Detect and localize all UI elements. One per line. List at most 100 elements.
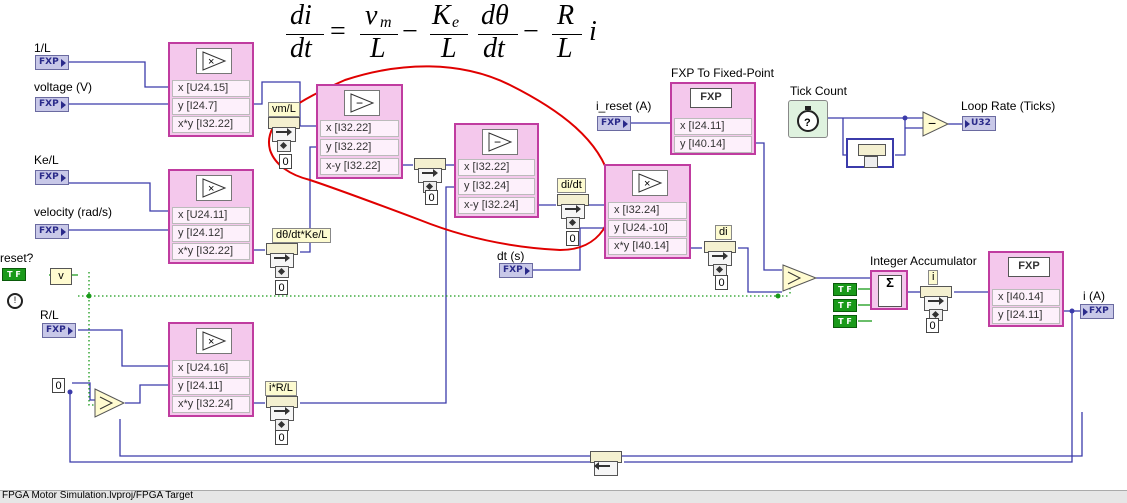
multiply-node-1[interactable]: × x [U24.15] y [I24.7] x*y [I32.22]	[168, 42, 254, 137]
eq-t1-sub: m	[380, 14, 392, 31]
eq-t2-num: K	[432, 0, 451, 31]
control-ke-l[interactable]: FXP	[35, 170, 69, 185]
label-tick-count: Tick Count	[790, 84, 847, 98]
const-zero[interactable]: 0	[275, 280, 288, 295]
svg-text:−: −	[928, 115, 936, 131]
fxp-bot-y: y [I24.11]	[992, 307, 1060, 324]
svg-text:?: ?	[804, 117, 811, 129]
mult2-x: x [U24.11]	[172, 207, 250, 224]
eq-t1-den: L	[370, 33, 386, 64]
subtract-icon: −	[344, 90, 380, 116]
label-current: i (A)	[1083, 289, 1105, 303]
multiply-node-4[interactable]: × x [I32.24] y [U24.-10] x*y [I40.14]	[604, 164, 691, 259]
control-r-l[interactable]: FXP	[42, 323, 76, 338]
tick-count-node[interactable]: ?	[788, 100, 828, 138]
subtract-node-2[interactable]: − x [I32.22] y [I32.24] x-y [I32.24]	[454, 123, 539, 218]
mult4-out: x*y [I40.14]	[608, 238, 687, 255]
tag-di-dt: di/dt	[557, 178, 586, 193]
probe-vm-l[interactable]	[268, 117, 300, 153]
svg-text:×: ×	[644, 178, 650, 190]
eq-tail: i	[589, 16, 597, 47]
label-r-l: R/L	[40, 308, 59, 322]
fxp-convert-node-top[interactable]: FXP x [I24.11] y [I40.14]	[670, 82, 756, 155]
eq-t2-sub: e	[452, 14, 460, 31]
eq-minus-2: −	[523, 16, 539, 47]
mult4-y: y [U24.-10]	[608, 220, 687, 237]
indicator-loop-rate[interactable]: U32	[962, 116, 996, 131]
probe-di[interactable]	[704, 241, 736, 277]
status-bar: FPGA Motor Simulation.lvproj/FPGA Target	[0, 490, 1127, 503]
label-fxp-to-fixed-point: FXP To Fixed-Point	[671, 66, 774, 80]
integer-accumulator-node[interactable]: Σ	[870, 270, 908, 310]
svg-text:×: ×	[208, 183, 214, 195]
sub2-y: y [I32.24]	[458, 178, 535, 195]
label-ke-l: Ke/L	[34, 153, 59, 167]
accumulator-input-1[interactable]: T F	[833, 283, 857, 296]
stopwatch-icon: ?	[797, 106, 819, 132]
accumulator-input-3[interactable]: T F	[833, 315, 857, 328]
sub1-y: y [I32.22]	[320, 139, 399, 156]
fxp-top-y: y [I40.14]	[674, 136, 752, 153]
eq-lhs-den: dt	[290, 33, 312, 64]
const-zero[interactable]: 0	[566, 231, 579, 246]
const-zero[interactable]: 0	[425, 190, 438, 205]
indicator-current[interactable]: FXP	[1080, 304, 1114, 319]
subtract-icon: −	[482, 129, 518, 155]
tag-dtheta-ke-l: dθ/dt*Ke/L	[272, 228, 332, 243]
eq-t3-den: dt	[483, 33, 505, 64]
eq-t4-num: R	[557, 0, 575, 31]
sub1-x: x [I32.22]	[320, 120, 399, 137]
eq-equals: =	[330, 16, 346, 47]
multiply-node-2[interactable]: × x [U24.11] y [I24.12] x*y [I32.22]	[168, 169, 254, 264]
probe-i[interactable]	[920, 286, 952, 322]
control-reset[interactable]: T F	[2, 268, 26, 281]
shift-register-loop[interactable]	[846, 138, 894, 168]
control-one-over-l[interactable]: FXP	[35, 55, 69, 70]
eq-minus-1: −	[402, 16, 418, 47]
probe-sub1[interactable]	[414, 158, 446, 194]
sigma-icon: Σ	[878, 275, 902, 307]
eq-t2-den: L	[441, 33, 457, 64]
tag-vm-l: vm/L	[268, 102, 300, 117]
multiply-icon: ×	[632, 170, 668, 196]
const-zero[interactable]: 0	[926, 318, 939, 333]
sub2-x: x [I32.22]	[458, 159, 535, 176]
fxp-top-x: x [I24.11]	[674, 118, 752, 135]
control-dt[interactable]: FXP	[499, 263, 533, 278]
svg-text:×: ×	[208, 336, 214, 348]
multiply-icon: ×	[196, 328, 232, 354]
mult4-x: x [I32.24]	[608, 202, 687, 219]
label-dt: dt (s)	[497, 249, 525, 263]
or-gate: v	[50, 268, 72, 285]
status-project-path: FPGA Motor Simulation.lvproj/FPGA Target	[2, 490, 194, 501]
fxp-convert-node-bottom[interactable]: FXP x [I40.14] y [I24.11]	[988, 251, 1064, 327]
sub2-out: x-y [I32.24]	[458, 197, 535, 214]
svg-text:×: ×	[208, 56, 214, 68]
control-i-reset[interactable]: FXP	[597, 116, 631, 131]
const-zero[interactable]: 0	[715, 275, 728, 290]
label-reset: reset?	[0, 251, 34, 265]
eq-t1-num: v	[365, 0, 378, 31]
mult1-y: y [I24.7]	[172, 98, 250, 115]
control-velocity[interactable]: FXP	[35, 224, 69, 239]
probe-di-dt[interactable]	[557, 194, 589, 230]
const-zero[interactable]: 0	[279, 154, 292, 169]
multiply-node-3[interactable]: × x [U24.16] y [I24.11] x*y [I32.24]	[168, 322, 254, 417]
probe-dtheta[interactable]	[266, 243, 298, 279]
multiply-icon: ×	[196, 48, 232, 74]
subtract-node-1[interactable]: − x [I32.22] y [I32.22] x-y [I32.22]	[316, 84, 403, 179]
mult3-out: x*y [I32.24]	[172, 396, 250, 413]
multiply-icon: ×	[196, 175, 232, 201]
tag-i: i	[928, 270, 939, 285]
mult2-y: y [I24.12]	[172, 225, 250, 242]
mult1-out: x*y [I32.22]	[172, 116, 250, 133]
fxp-convert-icon: FXP	[1008, 257, 1050, 277]
probe-i-r-l[interactable]	[266, 396, 298, 432]
fxp-convert-icon: FXP	[690, 88, 732, 108]
control-voltage[interactable]: FXP	[35, 97, 69, 112]
feedback-node[interactable]	[590, 451, 622, 476]
const-zero[interactable]: 0	[275, 430, 288, 445]
const-zero-left[interactable]: 0	[52, 378, 65, 393]
accumulator-input-2[interactable]: T F	[833, 299, 857, 312]
or-gate-label: v	[58, 270, 64, 282]
